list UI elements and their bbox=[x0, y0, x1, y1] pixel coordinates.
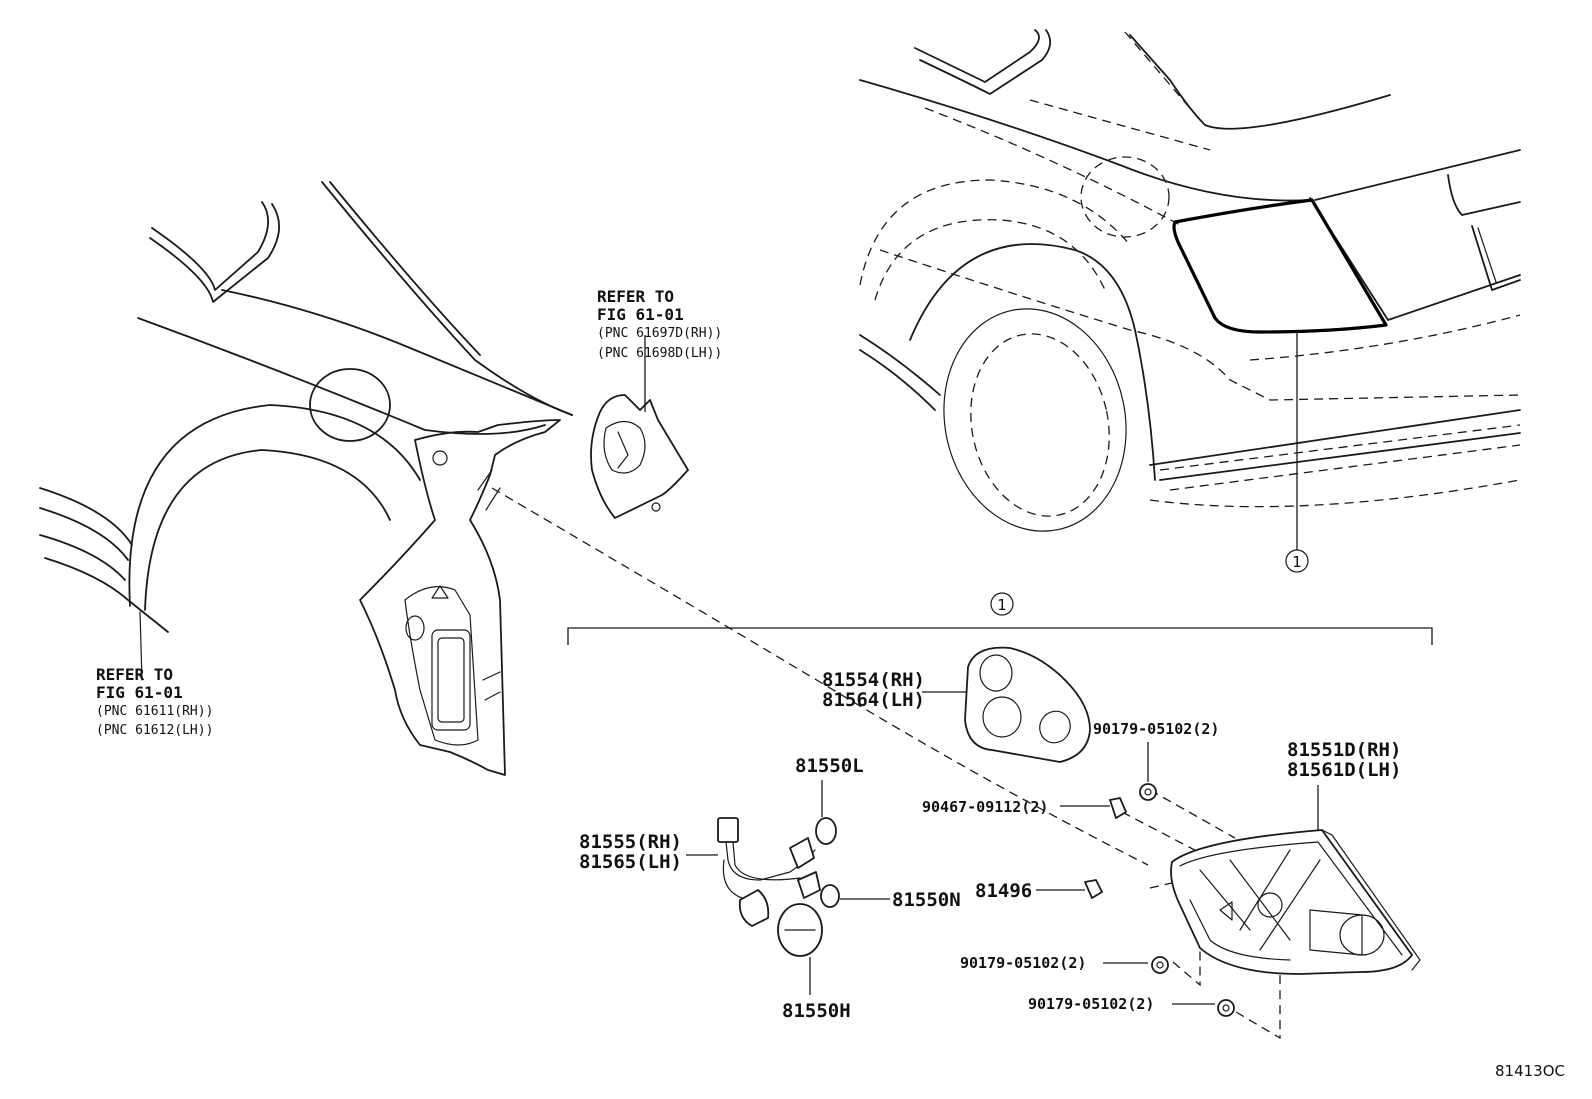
refer-left-line3: (PNC 61611(RH)) bbox=[96, 704, 213, 719]
refer-left-line4: (PNC 61612(LH)) bbox=[96, 723, 213, 738]
refer-left-line2: FIG 61-01 bbox=[96, 683, 183, 702]
assembly-bracket: 1 bbox=[567, 592, 1433, 645]
part-81555-label: 81555(RH) bbox=[579, 831, 682, 853]
part-81561D-label: 81561D(LH) bbox=[1287, 759, 1401, 781]
gasket-part bbox=[922, 646, 1091, 763]
refer-note-left: REFER TO FIG 61-01 (PNC 61611(RH)) (PNC … bbox=[96, 665, 213, 738]
screw-90179-a-label: 90179-05102(2) bbox=[1093, 720, 1219, 738]
refer-top-line4: (PNC 61698D(LH)) bbox=[597, 346, 722, 361]
refer-top-line2: FIG 61-01 bbox=[597, 305, 684, 324]
screw-90179-d-label: 90179-05102(2) bbox=[1028, 995, 1154, 1013]
right-vehicle-rear-drawing: 1 bbox=[859, 29, 1521, 573]
screw-90179-c-label: 90179-05102(2) bbox=[960, 954, 1086, 972]
part-81565-label: 81565(LH) bbox=[579, 851, 682, 873]
fasteners bbox=[1036, 742, 1235, 1017]
refer-note-top: REFER TO FIG 61-01 (PNC 61697D(RH)) (PNC… bbox=[597, 287, 722, 361]
refer-left-line1: REFER TO bbox=[96, 665, 173, 684]
part-number-labels: 81554(RH) 81564(LH) 81550L 81555(RH) 815… bbox=[579, 669, 1401, 1022]
part-81550N-label: 81550N bbox=[892, 889, 961, 911]
callout-number-assembly: 1 bbox=[997, 596, 1007, 614]
part-81564-label: 81564(LH) bbox=[822, 689, 925, 711]
screw-90467-label: 90467-09112(2) bbox=[922, 798, 1048, 816]
tail-lamp-highlight bbox=[1172, 198, 1388, 334]
refer-top-line3: (PNC 61697D(RH)) bbox=[597, 326, 722, 341]
assembly-dashed-lines bbox=[491, 487, 1281, 1040]
part-81554-label: 81554(RH) bbox=[822, 669, 925, 691]
left-vehicle-quarter-drawing bbox=[39, 181, 573, 776]
part-81550L-label: 81550L bbox=[795, 755, 864, 777]
refer-top-line1: REFER TO bbox=[597, 287, 674, 306]
part-81496-label: 81496 bbox=[975, 880, 1032, 902]
callout-number-top: 1 bbox=[1292, 553, 1302, 571]
part-81550H-label: 81550H bbox=[782, 1000, 851, 1022]
socket-and-bulbs bbox=[686, 780, 890, 995]
part-81551D-label: 81551D(RH) bbox=[1287, 739, 1401, 761]
illustration-code: 81413OC bbox=[1495, 1062, 1565, 1080]
tail-lamp-assembly bbox=[1170, 785, 1421, 975]
quarter-panel-bracket-drawing bbox=[590, 335, 689, 519]
